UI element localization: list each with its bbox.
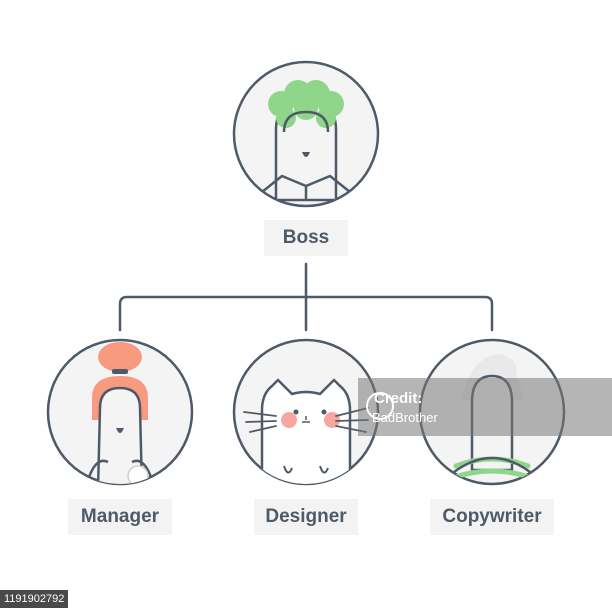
connector-right-branch: [304, 295, 494, 332]
boss-mouth: [302, 152, 310, 157]
watermark-title: Credit:: [374, 390, 423, 407]
boss-hair: [268, 80, 344, 128]
watermark-logo-icon: [366, 392, 394, 420]
watermark: Credit: BadBrother: [358, 378, 612, 436]
cat-body: [260, 378, 352, 484]
boss-label: Boss: [264, 220, 348, 256]
manager-mouth: [116, 428, 124, 433]
designer-label: Designer: [254, 499, 358, 535]
copywriter-label: Copywriter: [430, 499, 554, 535]
connector-lines: [118, 262, 494, 332]
designer-avatar: [232, 338, 380, 486]
photo-id-badge: 1191902792: [0, 590, 69, 608]
connector-left-branch: [118, 295, 308, 332]
manager-avatar: [46, 338, 194, 486]
boss-avatar: [232, 60, 380, 208]
manager-label: Manager: [68, 499, 172, 535]
manager-hair-bun: [98, 342, 142, 372]
watermark-credit: BadBrother: [372, 410, 438, 425]
